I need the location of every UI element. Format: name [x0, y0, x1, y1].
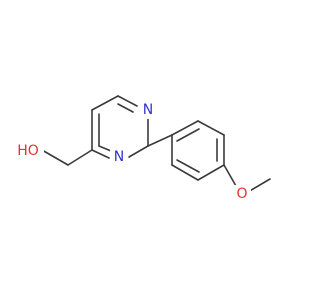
hydroxyl-label: HO [17, 143, 39, 159]
oh-label-bg [14, 142, 44, 160]
bond-n3-c4-inner [98, 145, 112, 152]
bond-ph5-ph6 [171, 164, 199, 181]
nitrogen-label-top: N [143, 102, 153, 118]
bond-c2-phenyl [147, 134, 173, 147]
bond-ph1-ph2-inner [176, 128, 200, 142]
bond-c2-n3 [128, 145, 149, 158]
n-top-label-bg [139, 101, 157, 119]
bond-ph4-o [223, 164, 237, 187]
bond-n3-c4 [91, 149, 110, 159]
bond-oh-ch2 [41, 149, 69, 166]
structure-diagram: HO N N O [14, 95, 271, 203]
bond-ph5-ph6-inner [176, 159, 200, 173]
bond-c6-n1-inner [117, 103, 134, 113]
bond-ph1-ph2 [171, 120, 199, 136]
atom-labels: HO N N O [14, 101, 251, 203]
o-methoxy-label-bg [233, 185, 251, 203]
bond-c6-n1 [117, 95, 138, 107]
n-bottom-label-bg [110, 148, 128, 166]
nitrogen-label-bottom: N [114, 149, 124, 165]
bond-c5-c6 [91, 95, 119, 111]
bond-ph4-ph5 [197, 164, 225, 181]
bond-ph2-ph3 [197, 120, 225, 136]
oxygen-label-methoxy: O [236, 186, 247, 202]
bond-o-ch3 [247, 178, 271, 193]
structure-canvas: HO N N O [14, 95, 271, 203]
bond-ch2-c4 [67, 149, 93, 166]
bonds [41, 95, 271, 193]
